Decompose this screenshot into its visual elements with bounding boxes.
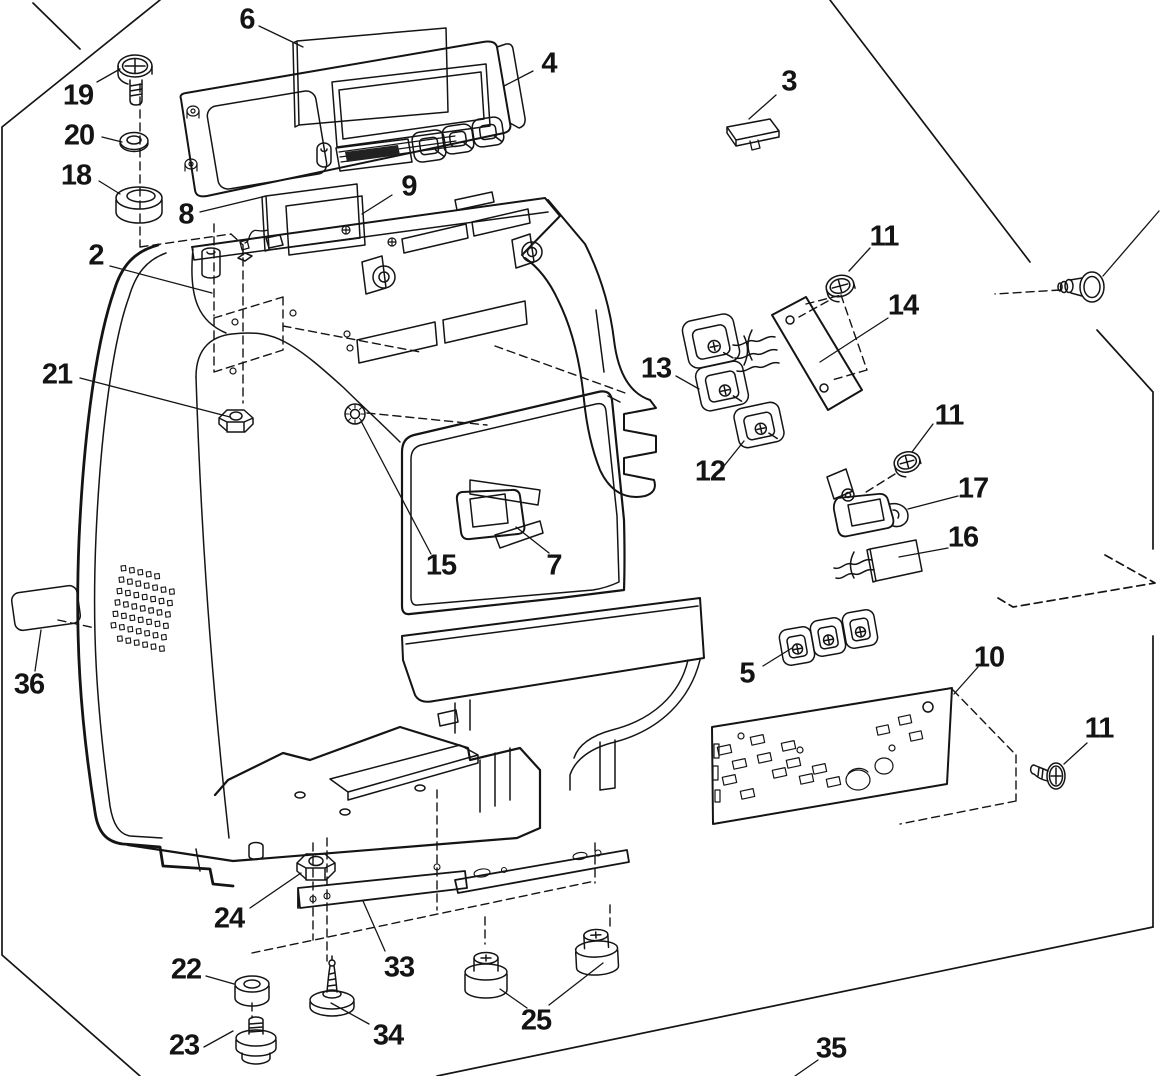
part-number-label-36: 36 — [13, 668, 45, 701]
part-number-label-33: 33 — [383, 951, 415, 984]
label-plate-36 — [10, 584, 82, 632]
speaker-hole-grid — [110, 564, 175, 652]
hex-nut-21 — [218, 409, 254, 433]
switch-cap-12 — [733, 401, 785, 449]
spacer-22 — [234, 975, 270, 1007]
sensor-board-16 — [833, 539, 923, 583]
part-number-label-34: 34 — [372, 1019, 404, 1052]
part-number-label-18: 18 — [60, 159, 92, 192]
screw-11-right — [1029, 762, 1066, 790]
part-number-label-11: 11 — [1084, 712, 1115, 745]
part-number-label-17: 17 — [957, 472, 989, 505]
switch-board-14 — [732, 296, 863, 411]
lock-washer-15 — [344, 403, 366, 425]
switch-caps-13 — [681, 313, 750, 412]
board-9 — [239, 195, 366, 256]
part-number-label-6: 6 — [239, 3, 255, 36]
part-number-label-25: 25 — [520, 1004, 552, 1037]
part-number-label-4: 4 — [541, 47, 557, 80]
slider-strip — [335, 138, 413, 172]
bracket-17 — [826, 468, 909, 538]
top-sheet-6 — [292, 27, 449, 128]
screw-11-top — [825, 274, 856, 303]
part-number-label-3: 3 — [781, 65, 797, 98]
latch-7 — [455, 479, 544, 549]
part-number-label-11: 11 — [869, 220, 900, 253]
foot-25-left — [464, 951, 508, 999]
part-number-label-19: 19 — [62, 79, 94, 112]
part-number-label-23: 23 — [168, 1029, 200, 1062]
part-number-label-24: 24 — [213, 902, 245, 935]
part-number-label-21: 21 — [41, 358, 73, 391]
face-panel-4 — [179, 40, 526, 198]
part-number-label-35: 35 — [815, 1032, 847, 1065]
screw-19 — [117, 54, 153, 106]
cap-3 — [726, 118, 780, 151]
pcb-10 — [711, 687, 953, 825]
base-plate-35-edge — [436, 926, 1154, 1076]
hex-nut-24 — [296, 853, 336, 881]
part-number-label-20: 20 — [63, 119, 95, 152]
part-number-label-12: 12 — [694, 455, 726, 488]
panel-buttons — [411, 116, 505, 163]
washer-20 — [119, 131, 149, 153]
part-number-label-14: 14 — [887, 289, 919, 322]
construction-dashed-lines — [57, 83, 1061, 1019]
grommet-11-corner — [1057, 271, 1105, 303]
screw-foot-23 — [235, 1016, 277, 1065]
part-number-label-8: 8 — [178, 198, 194, 231]
part-number-label-7: 7 — [546, 549, 562, 582]
part-number-label-10: 10 — [973, 641, 1005, 674]
rear-cover-housing — [76, 191, 705, 888]
cushion-18 — [115, 186, 163, 224]
screw-11-mid — [893, 451, 922, 478]
pcb-components — [712, 714, 924, 803]
part-number-label-11: 11 — [934, 399, 965, 432]
part-number-label-9: 9 — [401, 170, 417, 203]
foot-25-right — [574, 928, 620, 976]
part-number-label-22: 22 — [170, 953, 202, 986]
part-number-label-15: 15 — [425, 549, 457, 582]
plate-8 — [261, 183, 361, 252]
pin-foot-34 — [309, 955, 355, 1017]
part-number-label-5: 5 — [739, 657, 755, 690]
button-caps-5 — [778, 609, 879, 666]
part-number-label-16: 16 — [947, 521, 979, 554]
part-number-label-2: 2 — [88, 239, 104, 272]
leader-lines — [34, 25, 1160, 1076]
part-number-label-13: 13 — [640, 352, 672, 385]
bracket-bar-33 — [297, 849, 630, 909]
